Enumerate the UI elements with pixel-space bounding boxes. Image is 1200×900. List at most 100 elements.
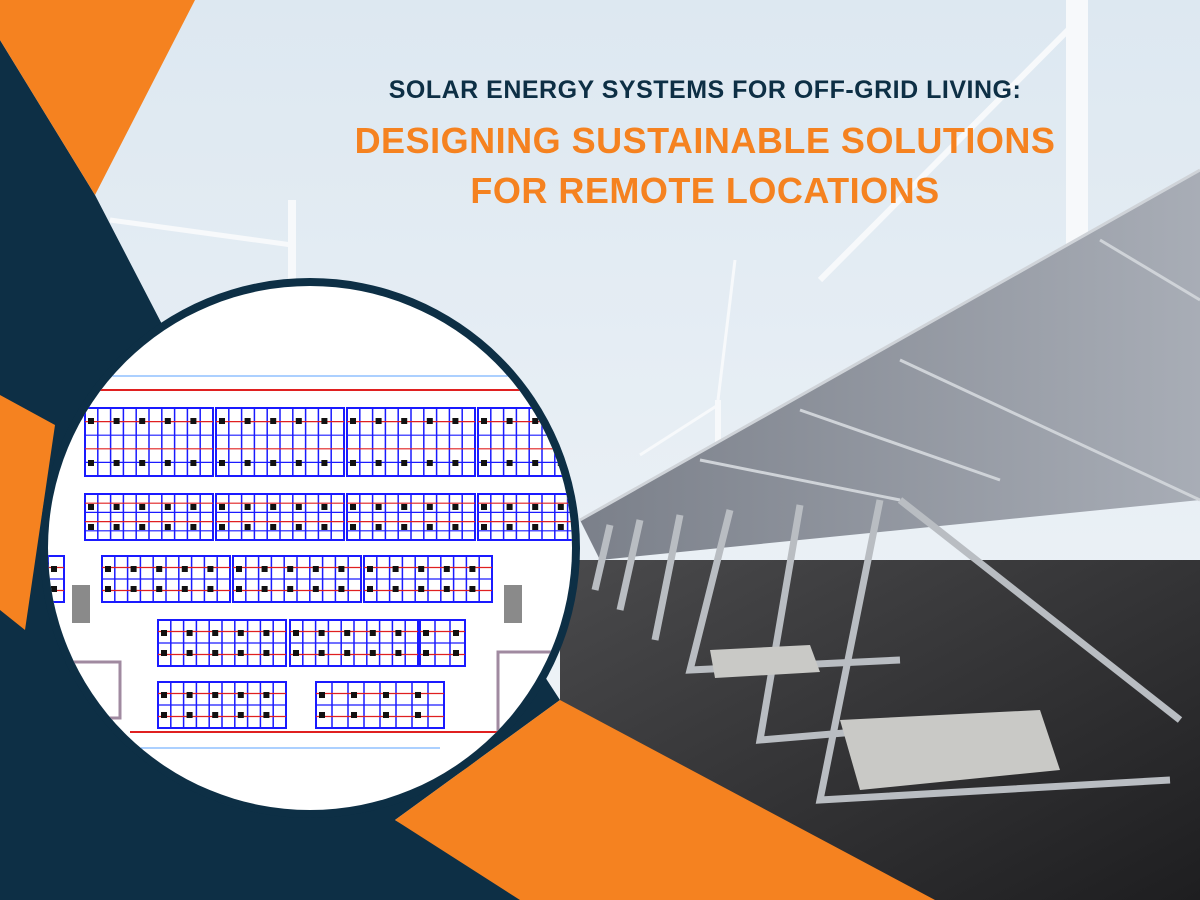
mount-point <box>452 524 459 530</box>
mount-point <box>443 566 450 572</box>
mount-point <box>395 630 402 636</box>
mount-point <box>164 504 171 510</box>
equipment-box <box>72 585 90 623</box>
mount-point <box>219 524 225 530</box>
mount-point <box>207 566 214 572</box>
mount-point <box>375 460 382 466</box>
mount-point <box>270 524 277 530</box>
mount-point <box>156 566 163 572</box>
mount-point <box>383 692 389 698</box>
mount-point <box>186 712 193 718</box>
mount-point <box>263 692 270 698</box>
mount-point <box>105 566 111 572</box>
mount-point <box>375 504 382 510</box>
mount-point <box>367 566 373 572</box>
equipment-box <box>504 585 522 623</box>
mount-point <box>338 566 345 572</box>
concrete-ballast <box>710 645 820 678</box>
mount-point <box>164 524 171 530</box>
mount-point <box>181 586 188 592</box>
mount-point <box>312 586 319 592</box>
mount-point <box>350 418 356 424</box>
mount-point <box>481 418 487 424</box>
headline-line-1: DESIGNING SUSTAINABLE SOLUTIONS <box>354 120 1056 161</box>
mount-point <box>190 460 197 466</box>
mount-point <box>453 650 459 656</box>
mount-point <box>263 630 270 636</box>
mount-point <box>321 418 328 424</box>
mount-point <box>219 460 225 466</box>
mount-point <box>506 504 513 510</box>
mount-point <box>418 586 425 592</box>
mount-point <box>190 504 197 510</box>
mount-point <box>212 650 219 656</box>
orange-slice-left <box>0 395 55 630</box>
mount-point <box>369 630 376 636</box>
mount-point <box>244 504 251 510</box>
mount-point <box>237 650 244 656</box>
mount-point <box>190 418 197 424</box>
mount-point <box>319 692 325 698</box>
mount-point <box>351 692 357 698</box>
mount-point <box>263 650 270 656</box>
mount-point <box>367 586 373 592</box>
mount-point <box>270 504 277 510</box>
mount-point <box>113 418 120 424</box>
mount-point <box>344 650 351 656</box>
mount-point <box>113 460 120 466</box>
mount-point <box>506 524 513 530</box>
mount-point <box>88 524 94 530</box>
mount-point <box>236 566 242 572</box>
mount-point <box>532 418 539 424</box>
mount-point <box>321 524 328 530</box>
mount-point <box>130 586 137 592</box>
mount-point <box>383 712 389 718</box>
mount-point <box>113 504 120 510</box>
mount-point <box>295 524 302 530</box>
mount-point <box>295 418 302 424</box>
mount-point <box>237 630 244 636</box>
mount-point <box>350 524 356 530</box>
mount-point <box>237 712 244 718</box>
mount-point <box>443 586 450 592</box>
mount-point <box>452 418 459 424</box>
mount-point <box>369 650 376 656</box>
mount-point <box>401 418 408 424</box>
mount-point <box>293 630 299 636</box>
mount-point <box>287 586 294 592</box>
mount-point <box>426 460 433 466</box>
mount-point <box>261 566 268 572</box>
mount-point <box>139 418 146 424</box>
mount-point <box>351 712 357 718</box>
mount-point <box>186 692 193 698</box>
mount-point <box>469 566 476 572</box>
mount-point <box>161 630 167 636</box>
mount-point <box>418 566 425 572</box>
mount-point <box>161 692 167 698</box>
panel-frames <box>579 168 1200 522</box>
mount-point <box>375 524 382 530</box>
mount-point <box>244 460 251 466</box>
mount-point <box>452 504 459 510</box>
solar-layout-drawing <box>48 375 572 749</box>
mount-point <box>139 504 146 510</box>
mount-point <box>244 418 251 424</box>
mount-point <box>88 504 94 510</box>
mount-point <box>344 630 351 636</box>
mount-point <box>295 460 302 466</box>
mount-point <box>401 504 408 510</box>
mount-point <box>321 504 328 510</box>
mount-point <box>481 460 487 466</box>
mount-point <box>263 712 270 718</box>
mount-point <box>426 504 433 510</box>
mount-point <box>392 566 399 572</box>
mount-point <box>557 504 564 510</box>
mount-point <box>139 460 146 466</box>
mount-point <box>401 460 408 466</box>
mount-point <box>207 586 214 592</box>
mount-point <box>164 460 171 466</box>
mount-point <box>295 504 302 510</box>
inset-drawing-background <box>48 286 572 810</box>
mount-point <box>506 418 513 424</box>
